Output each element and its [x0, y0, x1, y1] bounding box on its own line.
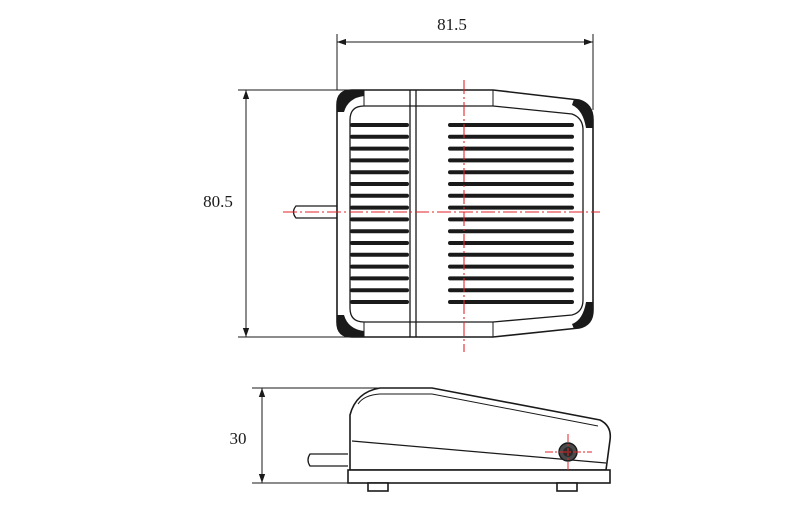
centerlines-top: [283, 80, 600, 352]
pedal-body-outline: [336, 89, 594, 338]
corner-pad-bottom-right: [572, 302, 593, 329]
side-top-edge: [357, 393, 599, 427]
width-dimension: 81.5: [336, 15, 594, 110]
height-dimension: 80.5: [203, 89, 363, 338]
foot-right: [556, 482, 578, 492]
side-view: 30: [230, 387, 612, 492]
side-height-dimension-label: 30: [230, 429, 247, 448]
side-height-dimension: 30: [230, 387, 400, 484]
top-view: 81.5 80.5: [203, 15, 600, 352]
foot-left: [367, 482, 389, 492]
side-housing-outline: [349, 387, 612, 471]
width-dimension-label: 81.5: [437, 15, 467, 34]
height-dimension-label: 80.5: [203, 192, 233, 211]
cable-side: [307, 453, 348, 467]
pivot-hole: [545, 434, 592, 470]
hinge-divider: [409, 90, 417, 337]
corner-pad-top-left: [337, 90, 364, 112]
corner-pad-bottom-left: [337, 315, 364, 337]
pedal-inner-frame: [349, 105, 584, 323]
grille-left: [350, 123, 409, 304]
grille-right: [448, 123, 574, 304]
corner-pad-top-right: [572, 99, 593, 128]
side-base-plate: [347, 469, 611, 484]
